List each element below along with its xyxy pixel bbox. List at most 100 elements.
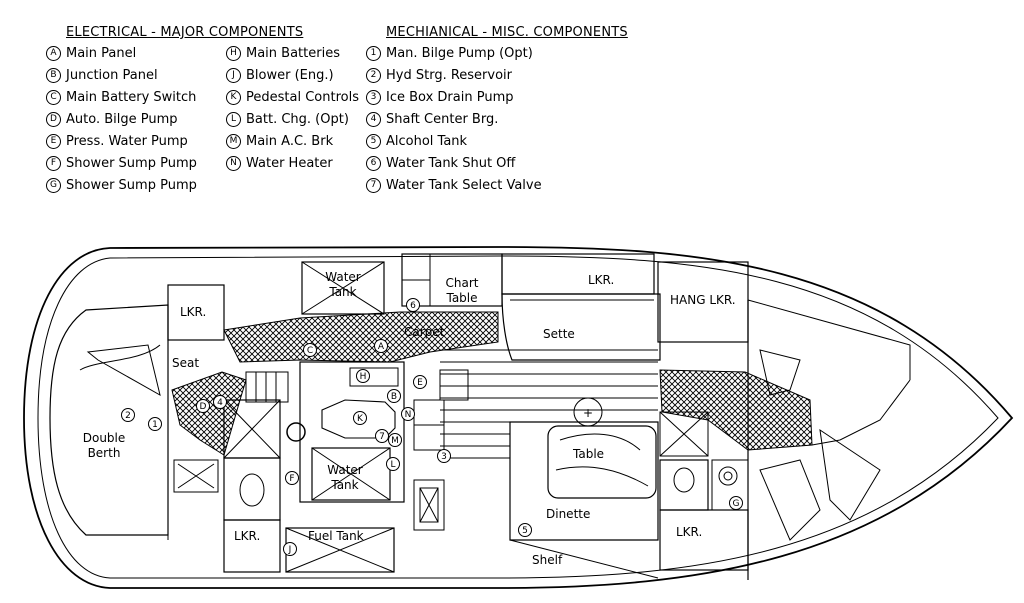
legend-item: L Batt. Chg. (Opt): [226, 112, 349, 127]
marker-label-m5: 5: [522, 526, 528, 536]
legend-code-badge: K: [226, 90, 241, 105]
legend-code-badge: B: [46, 68, 61, 83]
legend-label: Hyd Strg. Reservoir: [386, 68, 513, 83]
dinette-settee: [509, 421, 659, 541]
legend-item: 3 Ice Box Drain Pump: [366, 90, 513, 105]
legend-item: 2 Hyd Strg. Reservoir: [366, 68, 512, 83]
label-seat: Seat: [172, 356, 199, 370]
legend-label: Shower Sump Pump: [66, 156, 197, 171]
label-fuel-tank: Fuel Tank: [308, 529, 364, 543]
legend-code-badge: 5: [366, 134, 381, 149]
legend-code-badge: H: [226, 46, 241, 61]
legend-code-badge: E: [46, 134, 61, 149]
marker-label-G: G: [733, 499, 740, 509]
marker-circle-m1: [148, 417, 162, 431]
engine: [321, 399, 396, 439]
water-tank-top: [301, 261, 385, 315]
marker-label-B: B: [391, 392, 397, 402]
marker-label-A: A: [378, 342, 385, 352]
marker-label-F: F: [289, 474, 294, 484]
legend-label: Main A.C. Brk: [246, 134, 334, 149]
water-tank-mid: [311, 447, 391, 501]
marker-circle-m5: [518, 523, 532, 537]
marker-label-m2: 2: [125, 411, 131, 421]
legend-label: Ice Box Drain Pump: [386, 90, 514, 105]
legend-item: H Main Batteries: [226, 46, 340, 61]
marker-circle-C: [303, 343, 317, 357]
legend-code-badge: 7: [366, 178, 381, 193]
berth-blanket: [86, 344, 161, 396]
legend-label: Alcohol Tank: [386, 134, 468, 149]
label-carpet: Carpet: [404, 325, 445, 339]
legend-code-badge: L: [226, 112, 241, 127]
label-lkr-top: LKR.: [588, 273, 614, 287]
legend-label: Water Heater: [246, 156, 333, 171]
marker-circle-A: [374, 339, 388, 353]
legend-label: Auto. Bilge Pump: [66, 112, 178, 127]
legend-code-badge: 3: [366, 90, 381, 105]
marker-circle-m6: [406, 298, 420, 312]
legend-code-badge: 6: [366, 156, 381, 171]
marker-label-m3: 3: [441, 452, 447, 462]
marker-circle-K: [353, 411, 367, 425]
legend-item: M Main A.C. Brk: [226, 134, 333, 149]
marker-circle-J: [283, 542, 297, 556]
marker-label-m4: 4: [217, 398, 223, 408]
marker-circle-E: [413, 375, 427, 389]
label-lkr-bottom-right: LKR.: [676, 525, 702, 539]
marker-circle-m3: [437, 449, 451, 463]
hull-inner-line: [37, 255, 999, 579]
marker-label-N: N: [405, 410, 412, 420]
hull-outline: [23, 246, 1014, 589]
legend-item: 5 Alcohol Tank: [366, 134, 467, 149]
label-sette: Sette: [543, 327, 575, 341]
hatched-bulkhead-aft: [659, 369, 813, 451]
marker-circle-D: [196, 399, 210, 413]
legend-item: 4 Shaft Center Brg.: [366, 112, 498, 127]
dinette-table: [547, 425, 657, 499]
aft-shower: [659, 411, 709, 457]
marker-label-K: K: [357, 414, 364, 424]
marker-circle-m2: [121, 408, 135, 422]
marker-circle-L: [386, 457, 400, 471]
marker-label-D: D: [200, 402, 207, 412]
marker-label-L: L: [390, 460, 395, 470]
legend-label: Shaft Center Brg.: [386, 112, 499, 127]
sette: [501, 293, 661, 361]
label-lkr-bottom-left: LKR.: [234, 529, 260, 543]
label-shelf: Shelf: [532, 553, 563, 567]
legend-code-badge: N: [226, 156, 241, 171]
legend-code-badge: G: [46, 178, 61, 193]
legend-label: Pedestal Controls: [246, 90, 359, 105]
legend-label: Press. Water Pump: [66, 134, 188, 149]
legend-code-badge: M: [226, 134, 241, 149]
marker-circle-F: [285, 471, 299, 485]
marker-label-m1: 1: [152, 420, 158, 430]
marker-label-J: J: [288, 545, 292, 555]
marker-label-C: C: [307, 346, 313, 356]
hatched-bulkhead-port: [171, 371, 247, 456]
legend-item: N Water Heater: [226, 156, 333, 171]
marker-circle-M: [388, 433, 402, 447]
marker-circle-B: [387, 389, 401, 403]
svg-text:+: +: [583, 406, 593, 420]
legend-label: Main Batteries: [246, 46, 340, 61]
legend-label: Batt. Chg. (Opt): [246, 112, 349, 127]
marker-circle-m4: [213, 395, 227, 409]
legend-code-badge: 2: [366, 68, 381, 83]
marker-circle-m7: [375, 429, 389, 443]
legend-code-badge: 4: [366, 112, 381, 127]
marker-circle-G: [729, 496, 743, 510]
marker-circle-H: [356, 369, 370, 383]
